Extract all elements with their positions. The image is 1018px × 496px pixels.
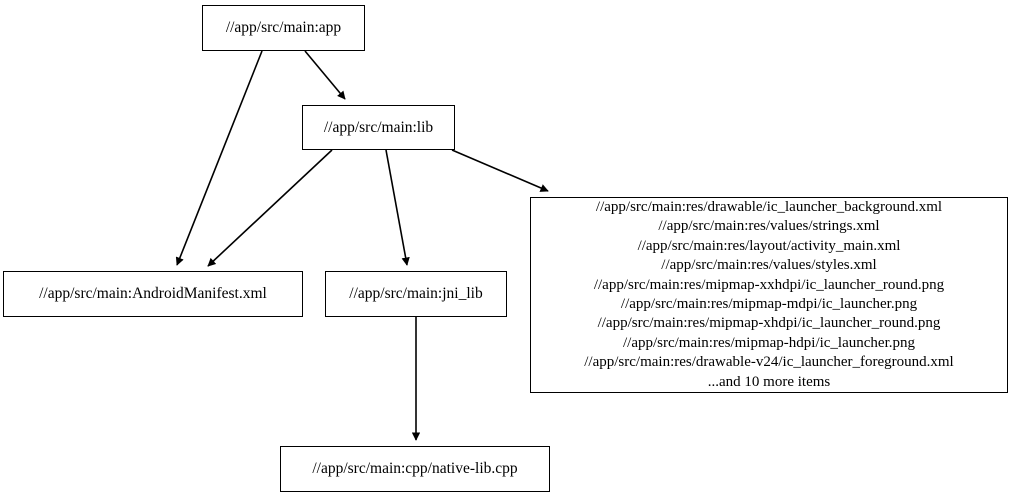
resource-line: //app/src/main:res/mipmap-xhdpi/ic_launc… [597, 315, 941, 332]
resource-line: //app/src/main:res/mipmap-xxhdpi/ic_laun… [593, 276, 945, 293]
graph-node-jni-lib-label: //app/src/main:jni_lib [349, 285, 483, 303]
graph-node-android-manifest-label: //app/src/main:AndroidManifest.xml [39, 285, 267, 303]
resource-line: //app/src/main:res/drawable/ic_launcher_… [595, 198, 943, 215]
graph-node-android-manifest[interactable]: //app/src/main:AndroidManifest.xml [3, 271, 303, 317]
resource-line: //app/src/main:res/values/strings.xml [658, 218, 880, 235]
graph-node-native-lib-cpp[interactable]: //app/src/main:cpp/native-lib.cpp [280, 446, 550, 492]
resource-line-more-items: ...and 10 more items [707, 373, 831, 390]
edge-app-to-manifest [175, 50, 263, 266]
resource-line: //app/src/main:res/drawable-v24/ic_launc… [584, 354, 954, 371]
graph-node-lib[interactable]: //app/src/main:lib [302, 105, 455, 150]
resource-line: //app/src/main:res/mipmap-mdpi/ic_launch… [620, 296, 918, 312]
edge-lib-to-jni-lib [385, 149, 410, 266]
resource-line: //app/src/main:res/mipmap-hdpi/ic_launch… [622, 334, 915, 351]
edge-lib-to-manifest [207, 149, 333, 267]
resource-line: //app/src/main:res/values/styles.xml [661, 257, 877, 274]
edge-lib-to-resources [451, 149, 549, 192]
graph-node-jni-lib[interactable]: //app/src/main:jni_lib [325, 271, 507, 317]
graph-node-lib-label: //app/src/main:lib [323, 118, 434, 136]
edge-app-to-lib [304, 50, 346, 100]
graph-node-app-label: //app/src/main:app [225, 19, 342, 37]
resource-line: //app/src/main:res/layout/activity_main.… [637, 237, 901, 254]
graph-node-resources-lines: //app/src/main:res/drawable/ic_launcher_… [584, 198, 953, 392]
graph-node-app[interactable]: //app/src/main:app [202, 5, 365, 51]
graph-node-native-lib-cpp-label: //app/src/main:cpp/native-lib.cpp [312, 460, 518, 478]
graph-node-resources[interactable]: //app/src/main:res/drawable/ic_launcher_… [530, 197, 1008, 393]
